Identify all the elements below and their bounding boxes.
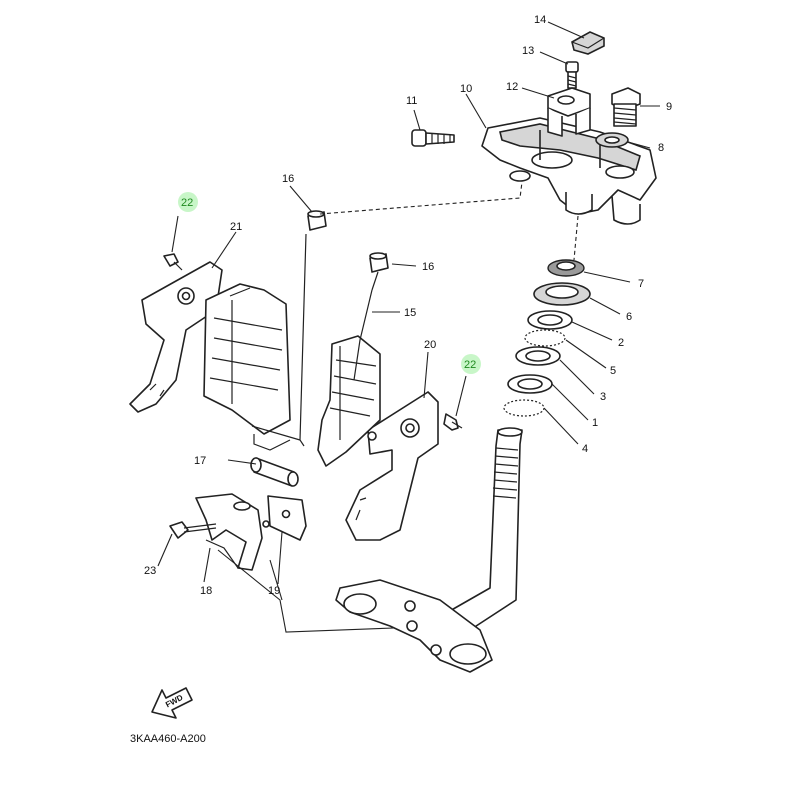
callout-12: 12 <box>506 81 518 93</box>
bolt-22-right <box>443 413 463 431</box>
ring-nut-7 <box>547 259 585 277</box>
lower-bracket <box>335 579 493 673</box>
callout-16-lower: 16 <box>422 261 434 273</box>
callout-13: 13 <box>522 45 534 57</box>
callout-2: 2 <box>618 337 624 349</box>
dashed-link-16-bracket <box>319 181 523 215</box>
callout-18: 18 <box>200 585 212 597</box>
race-1 <box>507 374 553 394</box>
bolt-22-left <box>163 253 183 271</box>
rod-15 <box>353 289 373 381</box>
highlight-22-right <box>461 354 481 374</box>
rod-15-top <box>371 271 379 291</box>
callout-15: 15 <box>404 307 416 319</box>
bearing-5 <box>524 329 566 347</box>
bracket-21 <box>129 261 223 413</box>
assembly-line-lower <box>217 549 395 633</box>
callout-17: 17 <box>194 455 206 467</box>
callout-14: 14 <box>534 14 546 26</box>
callout-19: 19 <box>268 585 280 597</box>
bracket-20 <box>345 391 439 541</box>
cap-14 <box>571 31 605 55</box>
bracket-18 <box>195 493 263 571</box>
callout-23: 23 <box>144 565 156 577</box>
callout-21: 21 <box>230 221 242 233</box>
callout-8: 8 <box>658 142 664 154</box>
bolt-13 <box>565 61 579 89</box>
nut-9 <box>611 87 641 127</box>
callout-20: 20 <box>424 339 436 351</box>
callout-9: 9 <box>666 101 672 113</box>
dashed-axis-stem <box>573 215 579 261</box>
plate-19 <box>262 495 307 541</box>
diagram-code: 3KAA460-A200 <box>130 733 206 745</box>
callout-7: 7 <box>638 278 644 290</box>
fwd-arrow-icon: FWD <box>151 687 193 719</box>
cap-16-upper <box>307 210 327 231</box>
callout-5: 5 <box>610 365 616 377</box>
steering-stem <box>447 427 523 631</box>
callout-16-upper: 16 <box>282 173 294 185</box>
callout-10: 10 <box>460 83 472 95</box>
bolt-11 <box>411 129 455 147</box>
panel-left <box>203 283 291 451</box>
clamp-12 <box>547 87 591 137</box>
cap-16-lower <box>369 252 389 273</box>
callout-1: 1 <box>592 417 598 429</box>
spacer-17 <box>250 457 299 487</box>
callout-22-right: 22 <box>464 359 476 371</box>
cover-6 <box>533 282 591 306</box>
washer-8 <box>595 132 629 148</box>
callout-4: 4 <box>582 443 588 455</box>
callout-11: 11 <box>406 95 417 107</box>
callout-3: 3 <box>600 391 606 403</box>
callout-22-left: 22 <box>181 197 193 209</box>
upper-bracket <box>481 117 657 225</box>
callout-6: 6 <box>626 311 632 323</box>
race-3 <box>515 346 561 366</box>
rod-main <box>251 233 307 447</box>
race-2 <box>527 310 573 330</box>
highlight-22-left <box>178 192 198 212</box>
bearing-4 <box>503 399 545 417</box>
bolt-23 <box>169 521 217 539</box>
